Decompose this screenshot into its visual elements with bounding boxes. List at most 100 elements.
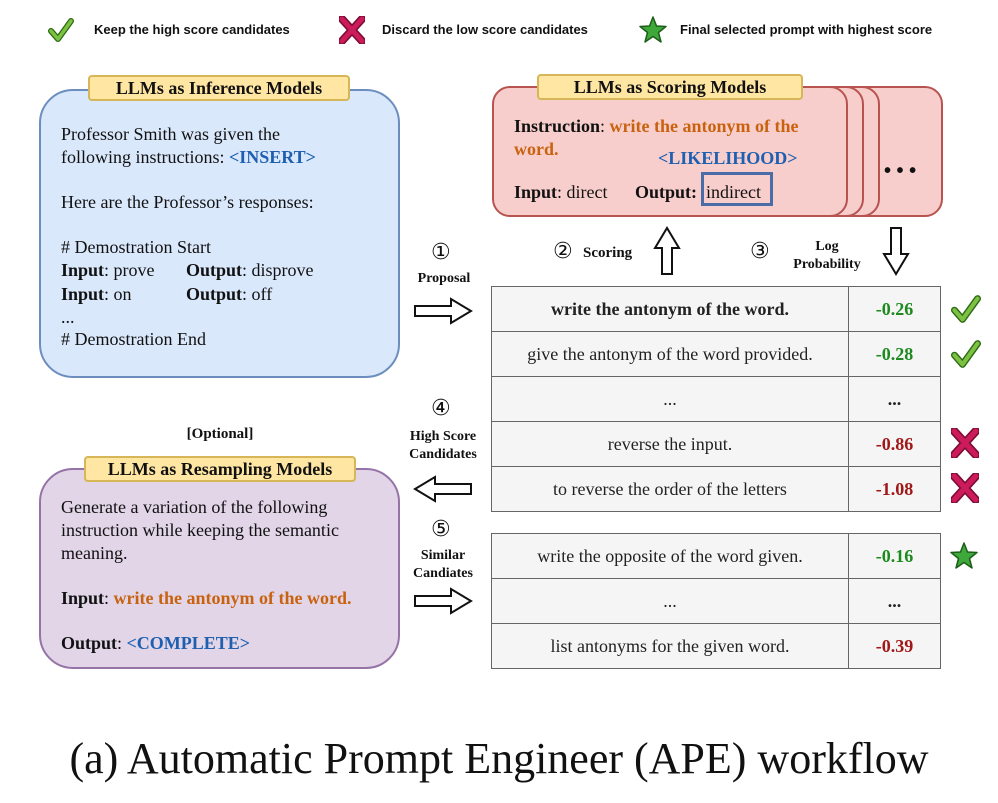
checkmark-icon bbox=[951, 295, 981, 323]
inference-panel bbox=[39, 89, 400, 378]
table-row-text: write the antonym of the word. bbox=[491, 286, 849, 332]
output-sep: : bbox=[117, 633, 127, 653]
step1-number: ① bbox=[431, 240, 451, 265]
table-row-text: ... bbox=[491, 578, 849, 624]
input-value: : prove bbox=[104, 260, 155, 280]
step5-label1: Similar bbox=[420, 548, 466, 563]
legend-discard-text: Discard the low score candidates bbox=[382, 22, 588, 37]
arrow-up-icon bbox=[653, 226, 681, 275]
inference-tag: LLMs as Inference Models bbox=[88, 75, 350, 101]
insert-token: <INSERT> bbox=[229, 147, 316, 167]
star-icon bbox=[639, 16, 667, 43]
arrow-down-icon bbox=[882, 227, 910, 276]
input-label: Input bbox=[61, 260, 105, 280]
figure-caption: (a) Automatic Prompt Engineer (APE) work… bbox=[69, 734, 929, 783]
step1-label: Proposal bbox=[417, 271, 471, 286]
likelihood-token: <LIKELIHOOD> bbox=[658, 148, 798, 168]
more-models-ellipsis: • • • bbox=[884, 160, 917, 182]
arrow-right-icon bbox=[414, 297, 473, 325]
table-row-score: -0.28 bbox=[848, 331, 941, 377]
inference-line1: Professor Smith was given the bbox=[61, 124, 280, 144]
table-row-score: -0.39 bbox=[848, 623, 941, 669]
instruction-value: write the antonym of the bbox=[609, 116, 799, 136]
resampling-line1: Generate a variation of the following bbox=[61, 497, 328, 517]
step3-number: ③ bbox=[750, 239, 770, 264]
demo-row2-input: Input: on bbox=[61, 283, 132, 305]
output-value: : off bbox=[242, 284, 273, 304]
table-row-text: ... bbox=[491, 376, 849, 422]
table-row-score: -0.26 bbox=[848, 286, 941, 332]
scoring-input: Input: direct bbox=[514, 181, 608, 203]
table-row-text: list antonyms for the given word. bbox=[491, 623, 849, 669]
demo-end: # Demostration End bbox=[61, 329, 206, 349]
table-row-text: reverse the input. bbox=[491, 421, 849, 467]
resampling-input: Input: write the antonym of the word. bbox=[61, 587, 352, 609]
input-value: : direct bbox=[557, 182, 608, 202]
step2-number: ② bbox=[553, 239, 573, 264]
output-label: Output bbox=[635, 182, 692, 202]
optional-label: [Optional] bbox=[186, 426, 254, 442]
table-row-score: ... bbox=[848, 578, 941, 624]
table-row-score: ... bbox=[848, 376, 941, 422]
input-label: Input bbox=[61, 284, 105, 304]
inference-line2: following instructions: <INSERT> bbox=[61, 146, 316, 168]
demo-start: # Demostration Start bbox=[61, 237, 211, 257]
step5-label2: Candiates bbox=[413, 566, 473, 581]
checkmark-icon bbox=[951, 340, 981, 368]
cross-icon bbox=[951, 428, 979, 458]
cross-icon bbox=[339, 16, 365, 44]
resampling-panel bbox=[39, 468, 400, 669]
arrow-left-icon bbox=[413, 475, 472, 503]
step3-label2: Probability bbox=[793, 257, 861, 272]
scoring-tag: LLMs as Scoring Models bbox=[537, 74, 803, 100]
table-row-score: -0.86 bbox=[848, 421, 941, 467]
output-sep: : bbox=[691, 182, 698, 202]
instruction-sep: : bbox=[600, 116, 610, 136]
inference-line3: Here are the Professor’s responses: bbox=[61, 192, 314, 212]
instruction-label: Instruction bbox=[514, 116, 601, 136]
step4-number: ④ bbox=[431, 396, 451, 421]
output-label: Output bbox=[61, 633, 118, 653]
complete-token: <COMPLETE> bbox=[126, 633, 251, 653]
inference-line2-prefix: following instructions: bbox=[61, 147, 229, 167]
scoring-instruction: Instruction: write the antonym of the bbox=[514, 115, 799, 137]
resampling-line2: instruction while keeping the semantic bbox=[61, 520, 339, 540]
resampling-output: Output: <COMPLETE> bbox=[61, 632, 250, 654]
step2-label: Scoring bbox=[583, 245, 633, 261]
demo-row2-output: Output: off bbox=[186, 283, 272, 305]
output-value: : disprove bbox=[242, 260, 314, 280]
legend: Keep the high score candidates Discard t… bbox=[0, 0, 998, 60]
input-label: Input bbox=[61, 588, 105, 608]
demo-row1-input: Input: prove bbox=[61, 259, 155, 281]
resampling-tag: LLMs as Resampling Models bbox=[84, 456, 356, 482]
checkmark-icon bbox=[48, 18, 74, 42]
demo-row1-output: Output: disprove bbox=[186, 259, 314, 281]
input-value: write the antonym of the word. bbox=[113, 588, 352, 608]
output-label: Output bbox=[186, 284, 243, 304]
demo-ellipsis: ... bbox=[61, 307, 75, 327]
legend-final-text: Final selected prompt with highest score bbox=[680, 22, 933, 37]
step4-label2: Candidates bbox=[409, 447, 477, 462]
input-value: : on bbox=[104, 284, 132, 304]
output-highlight-box bbox=[701, 172, 773, 206]
scoring-panel bbox=[492, 86, 848, 217]
table-row-score: -1.08 bbox=[848, 466, 941, 512]
step4-label1: High Score bbox=[409, 429, 477, 444]
scoring-instruction-cont: word. bbox=[514, 139, 559, 159]
step5-number: ⑤ bbox=[431, 517, 451, 542]
input-sep: : bbox=[104, 588, 114, 608]
resampling-line3: meaning. bbox=[61, 543, 128, 563]
table-row-text: write the opposite of the word given. bbox=[491, 533, 849, 579]
input-label: Input bbox=[514, 182, 558, 202]
cross-icon bbox=[951, 473, 979, 503]
table-row-text: to reverse the order of the letters bbox=[491, 466, 849, 512]
scoring-output-value: indirect bbox=[706, 182, 761, 202]
star-icon bbox=[950, 542, 978, 569]
scoring-output: Output: bbox=[635, 181, 697, 203]
table-row-text: give the antonym of the word provided. bbox=[491, 331, 849, 377]
output-label: Output bbox=[186, 260, 243, 280]
legend-keep-text: Keep the high score candidates bbox=[94, 22, 290, 37]
table-row-score: -0.16 bbox=[848, 533, 941, 579]
step3-label1: Log bbox=[815, 239, 839, 254]
arrow-right-icon bbox=[414, 587, 473, 615]
